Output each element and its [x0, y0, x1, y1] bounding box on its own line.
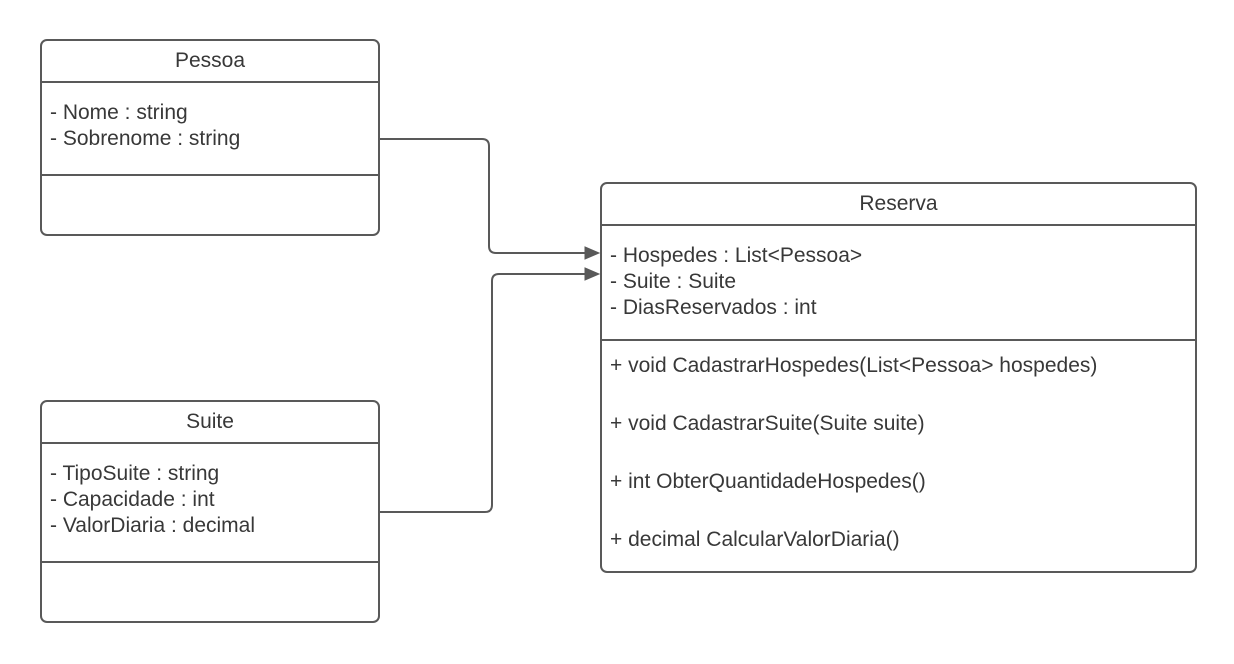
class-pessoa-attribute: - Sobrenome : string — [50, 127, 241, 150]
class-pessoa-attributes: - Nome : string - Sobrenome : string — [42, 81, 378, 174]
edge-pessoa-to-reserva-line — [380, 138, 586, 254]
edge-suite-to-reserva-line — [380, 273, 586, 513]
class-reserva-title: Reserva — [859, 192, 938, 215]
class-reserva-attributes: - Hospedes : List<Pessoa> - Suite : Suite… — [602, 224, 1195, 339]
class-reserva-method: + void CadastrarSuite(Suite suite) — [610, 412, 925, 435]
edge-pessoa-to-reserva-arrowhead-icon — [584, 246, 601, 260]
class-reserva-attribute: - Suite : Suite — [610, 270, 737, 293]
class-pessoa-methods-empty — [42, 174, 378, 234]
class-reserva-method: + void CadastrarHospedes(List<Pessoa> ho… — [610, 354, 1098, 377]
edge-suite-to-reserva — [380, 267, 601, 513]
edge-pessoa-to-reserva — [380, 138, 601, 260]
class-suite-attribute: - ValorDiaria : decimal — [50, 514, 256, 537]
class-suite-methods-empty — [42, 561, 378, 621]
class-reserva-attribute: - Hospedes : List<Pessoa> — [610, 244, 863, 267]
class-pessoa-title: Pessoa — [174, 49, 246, 72]
class-reserva-method: + decimal CalcularValorDiaria() — [610, 528, 900, 551]
class-suite-attribute: - TipoSuite : string — [50, 462, 220, 485]
class-reserva-attribute: - DiasReservados : int — [610, 296, 817, 319]
class-pessoa-attribute: - Nome : string — [50, 101, 188, 124]
class-pessoa: Pessoa - Nome : string - Sobrenome : stri… — [40, 39, 380, 236]
class-reserva-methods: + void CadastrarHospedes(List<Pessoa> ho… — [602, 339, 1195, 571]
class-reserva: Reserva - Hospedes : List<Pessoa> - Suite… — [600, 182, 1197, 573]
class-suite: Suite - TipoSuite : string - Capacidade :… — [40, 400, 380, 623]
class-reserva-method: + int ObterQuantidadeHospedes() — [610, 470, 926, 493]
class-suite-attributes: - TipoSuite : string - Capacidade : int - … — [42, 442, 378, 561]
class-suite-attribute: - Capacidade : int — [50, 488, 215, 511]
edge-suite-to-reserva-arrowhead-icon — [584, 267, 601, 281]
class-suite-title: Suite — [186, 410, 234, 433]
